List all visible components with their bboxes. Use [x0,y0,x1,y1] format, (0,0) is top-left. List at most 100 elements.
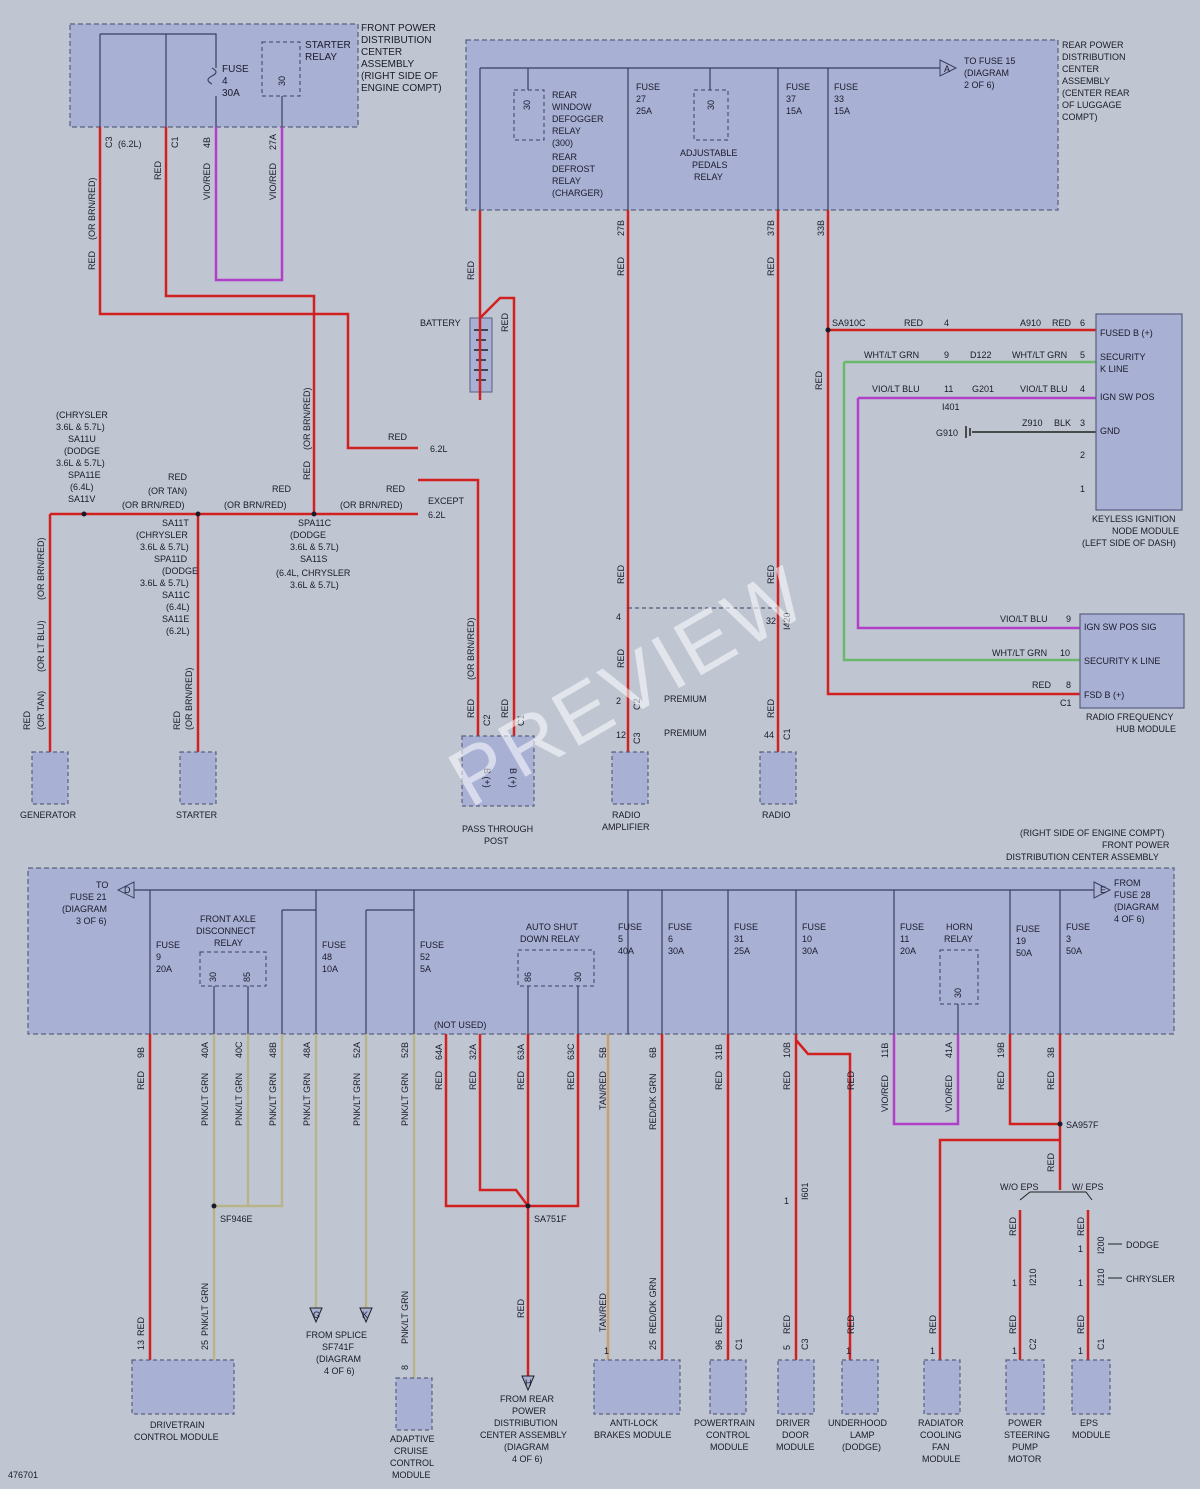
svg-text:W/ EPS: W/ EPS [1072,1182,1104,1192]
svg-text:FAN: FAN [932,1442,950,1452]
svg-text:PNK/LT GRN: PNK/LT GRN [200,1073,210,1126]
radio-label: RADIO [762,810,791,820]
svg-text:9: 9 [156,952,161,962]
splice-block-chrysler: (CHRYSLER 3.6L & 5.7L) SA11U (DODGE 3.6L… [56,410,108,504]
svg-text:RED: RED [928,1314,938,1334]
svg-text:SECURITY K LINE: SECURITY K LINE [1084,656,1160,666]
pt-pin-b2: B (+) [508,768,518,788]
svg-text:PNK/LT GRN: PNK/LT GRN [268,1073,278,1126]
svg-text:RED/DK GRN: RED/DK GRN [648,1073,658,1130]
svg-text:RED: RED [1046,1152,1056,1172]
svg-text:PNK/LT GRN: PNK/LT GRN [302,1073,312,1126]
svg-text:SF946E: SF946E [220,1214,253,1224]
svg-text:FUSE 21: FUSE 21 [70,892,107,902]
wire-red-18: RED [616,648,626,668]
bottom-wire-labels: RED PNK/LT GRN PNK/LT GRN PNK/LT GRN PNK… [136,1070,1086,1344]
svg-text:RED: RED [846,1314,856,1334]
svg-text:FUSE: FUSE [802,922,826,932]
svg-text:FUSE: FUSE [1066,922,1090,932]
rear-conn-a: A [944,64,950,74]
svg-text:FUSED B (+): FUSED B (+) [1100,328,1153,338]
svg-text:I601: I601 [800,1182,810,1200]
svg-text:FROM: FROM [1114,878,1141,888]
svg-text:48: 48 [322,952,332,962]
fuse37-label: FUSE [786,82,810,92]
keyless-label2: NODE MODULE [1112,526,1179,536]
wire-brn-3: (OR BRN/RED) [340,500,403,510]
svg-text:H: H [525,1378,532,1388]
svg-text:RELAY: RELAY [552,126,581,136]
starter [179,751,217,805]
svg-text:13: 13 [136,1340,146,1350]
svg-text:RELAY: RELAY [552,176,581,186]
svg-text:I210: I210 [1096,1268,1106,1286]
svg-text:DOWN RELAY: DOWN RELAY [520,934,580,944]
svg-text:40A: 40A [618,946,634,956]
svg-text:FUSE: FUSE [734,922,758,932]
svg-text:GND: GND [1100,426,1121,436]
svg-text:4 OF 6): 4 OF 6) [324,1366,355,1376]
svg-text:6B: 6B [648,1047,658,1058]
svg-text:FUSE: FUSE [900,922,924,932]
svg-text:1: 1 [1078,1278,1083,1288]
wire-brn-7: (OR BRN/RED) [184,667,194,730]
svg-text:I210: I210 [1028,1268,1038,1286]
pedals-relay: ADJUSTABLE [680,148,737,158]
svg-text:STEERING: STEERING [1004,1430,1050,1440]
svg-text:PNK/LT GRN: PNK/LT GRN [400,1291,410,1344]
svg-text:1: 1 [604,1346,609,1356]
svg-text:ENGINE COMPT): ENGINE COMPT) [361,83,442,94]
svg-text:FRONT AXLE: FRONT AXLE [200,914,256,924]
bottom-splices: SF946E SA751F SA957F W/O EPS W/ EPS I601… [220,1120,1175,1464]
pin-c1: C1 [170,136,180,148]
svg-text:REAR: REAR [552,90,578,100]
front-pdc-top: FRONT POWER DISTRIBUTION CENTER ASSEMBLY… [69,23,442,150]
starter-label: STARTER [176,810,218,820]
svg-text:POWERTRAIN: POWERTRAIN [694,1418,755,1428]
svg-text:C1: C1 [1060,698,1072,708]
svg-text:RED: RED [782,1070,792,1090]
svg-text:MODULE: MODULE [1072,1430,1111,1440]
svg-text:52B: 52B [400,1042,410,1058]
svg-text:40C: 40C [234,1041,244,1058]
svg-text:32A: 32A [468,1044,478,1060]
svg-text:SECURITY: SECURITY [1100,352,1146,362]
svg-text:WINDOW: WINDOW [552,102,592,112]
fuse37-num: 37 [786,94,796,104]
radio-amp-label2: AMPLIFIER [602,822,650,832]
svg-text:C2: C2 [1028,1338,1038,1350]
wire-red-1: RED [87,250,97,270]
wire-red-2: RED [153,160,163,180]
svg-text:CONTROL: CONTROL [706,1430,750,1440]
wire-vlb-1: VIO/LT BLU [872,384,920,394]
svg-text:RED: RED [516,1298,526,1318]
svg-text:COOLING: COOLING [920,1430,962,1440]
svg-text:31B: 31B [714,1044,724,1060]
fuse4-label: FUSE [222,64,249,75]
svg-text:RED: RED [136,1070,146,1090]
wire-red-9: RED [172,710,182,730]
svg-text:40A: 40A [200,1042,210,1058]
wire-tan-2: (OR TAN) [36,691,46,730]
svg-text:DRIVETRAIN: DRIVETRAIN [150,1420,205,1430]
svg-text:(DIAGRAM: (DIAGRAM [62,904,107,914]
svg-text:I200: I200 [1096,1236,1106,1254]
svg-text:FROM SPLICE: FROM SPLICE [306,1330,367,1340]
svg-text:WHT/LT GRN: WHT/LT GRN [992,648,1047,658]
svg-text:BLK: BLK [1054,418,1071,428]
module-underhood-lamp: 1 UNDERHOOD LAMP (DODGE) [828,1346,888,1452]
ki-inline-11: 11 [944,384,953,394]
wire-red-15: RED [766,256,776,276]
svg-text:20A: 20A [900,946,916,956]
svg-text:1: 1 [1012,1278,1017,1288]
svg-text:48A: 48A [302,1042,312,1058]
ground-icon [965,426,971,438]
engine-except-62l: 6.2L [428,510,446,520]
starter-relay-pin: 30 [277,76,287,86]
svg-text:50A: 50A [1066,946,1082,956]
svg-text:FUSE: FUSE [156,940,180,950]
svg-text:(300): (300) [552,138,573,148]
wire-red-5: RED [386,484,406,494]
wire-tan-1: (OR TAN) [148,486,187,496]
svg-text:96: 96 [714,1340,724,1350]
